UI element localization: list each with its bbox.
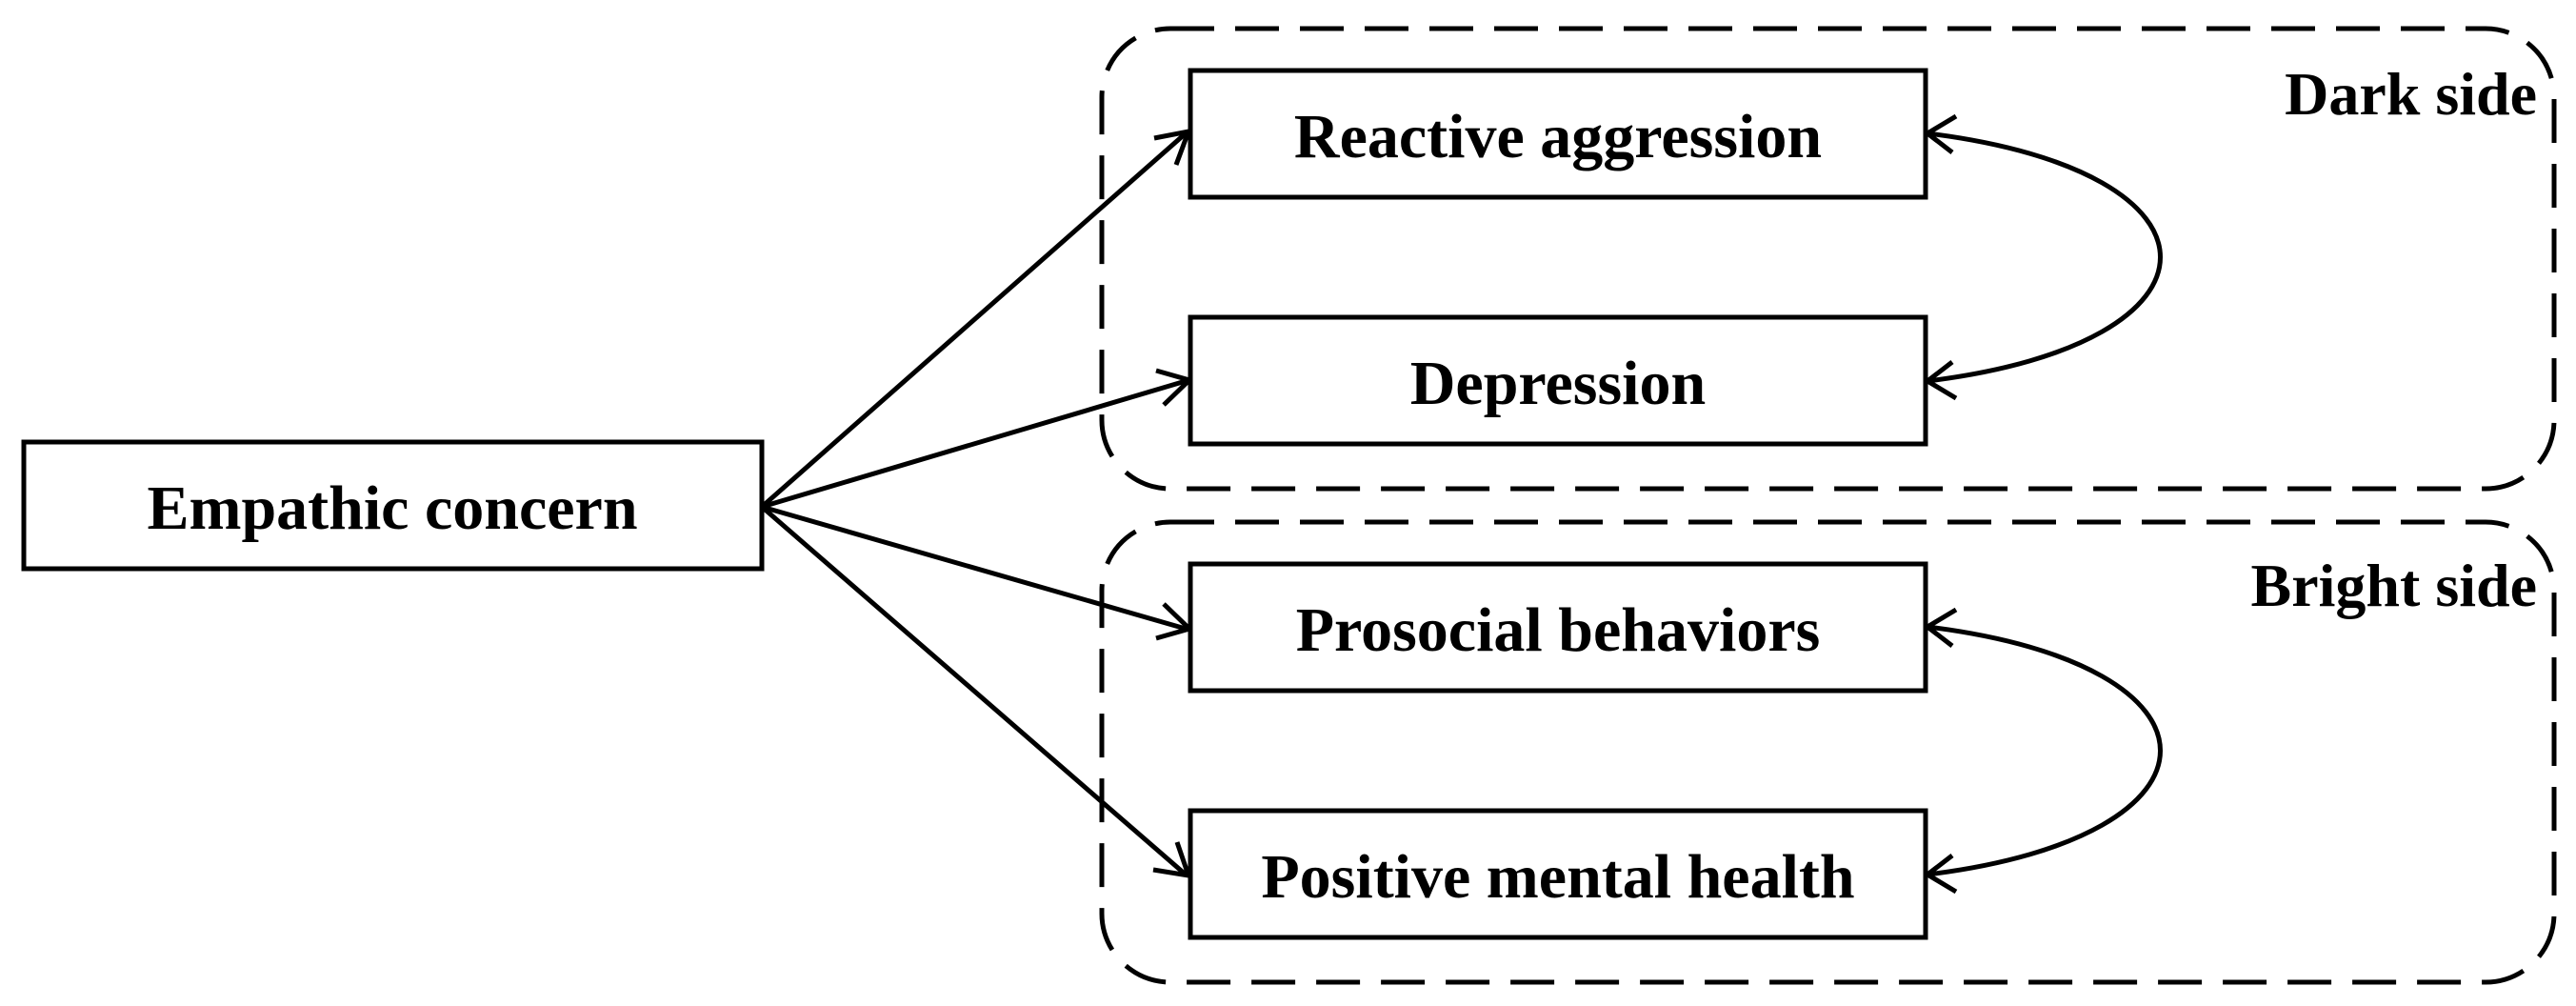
- edge-to-prosocial-behaviors: [761, 504, 1187, 632]
- edge-to-depression: [761, 378, 1187, 510]
- bright-side-group: [1099, 519, 2557, 985]
- node-reactive-aggression: Reactive aggression: [1188, 68, 1928, 200]
- node-label-empathic-concern: Empathic concern: [147, 473, 637, 543]
- edge-to-reactive-aggression: [760, 131, 1188, 509]
- node-prosocial-behaviors: Prosocial behaviors: [1188, 561, 1928, 694]
- node-label-reactive-aggression: Reactive aggression: [1294, 102, 1822, 171]
- node-empathic-concern: Empathic concern: [21, 439, 765, 572]
- node-label-positive-mental-health: Positive mental health: [1261, 842, 1854, 912]
- node-positive-mental-health: Positive mental health: [1188, 808, 1928, 940]
- dark-side-label: Dark side: [2285, 60, 2537, 128]
- node-label-prosocial-behaviors: Prosocial behaviors: [1296, 595, 1821, 665]
- node-depression: Depression: [1188, 314, 1928, 447]
- correlation-dark-side: [1927, 131, 2163, 384]
- node-label-depression: Depression: [1410, 349, 1706, 418]
- bright-side-label: Bright side: [2251, 552, 2537, 619]
- dark-side-group: [1099, 26, 2557, 492]
- correlation-bright-side: [1927, 624, 2163, 877]
- edge-to-positive-mental-health: [760, 505, 1188, 876]
